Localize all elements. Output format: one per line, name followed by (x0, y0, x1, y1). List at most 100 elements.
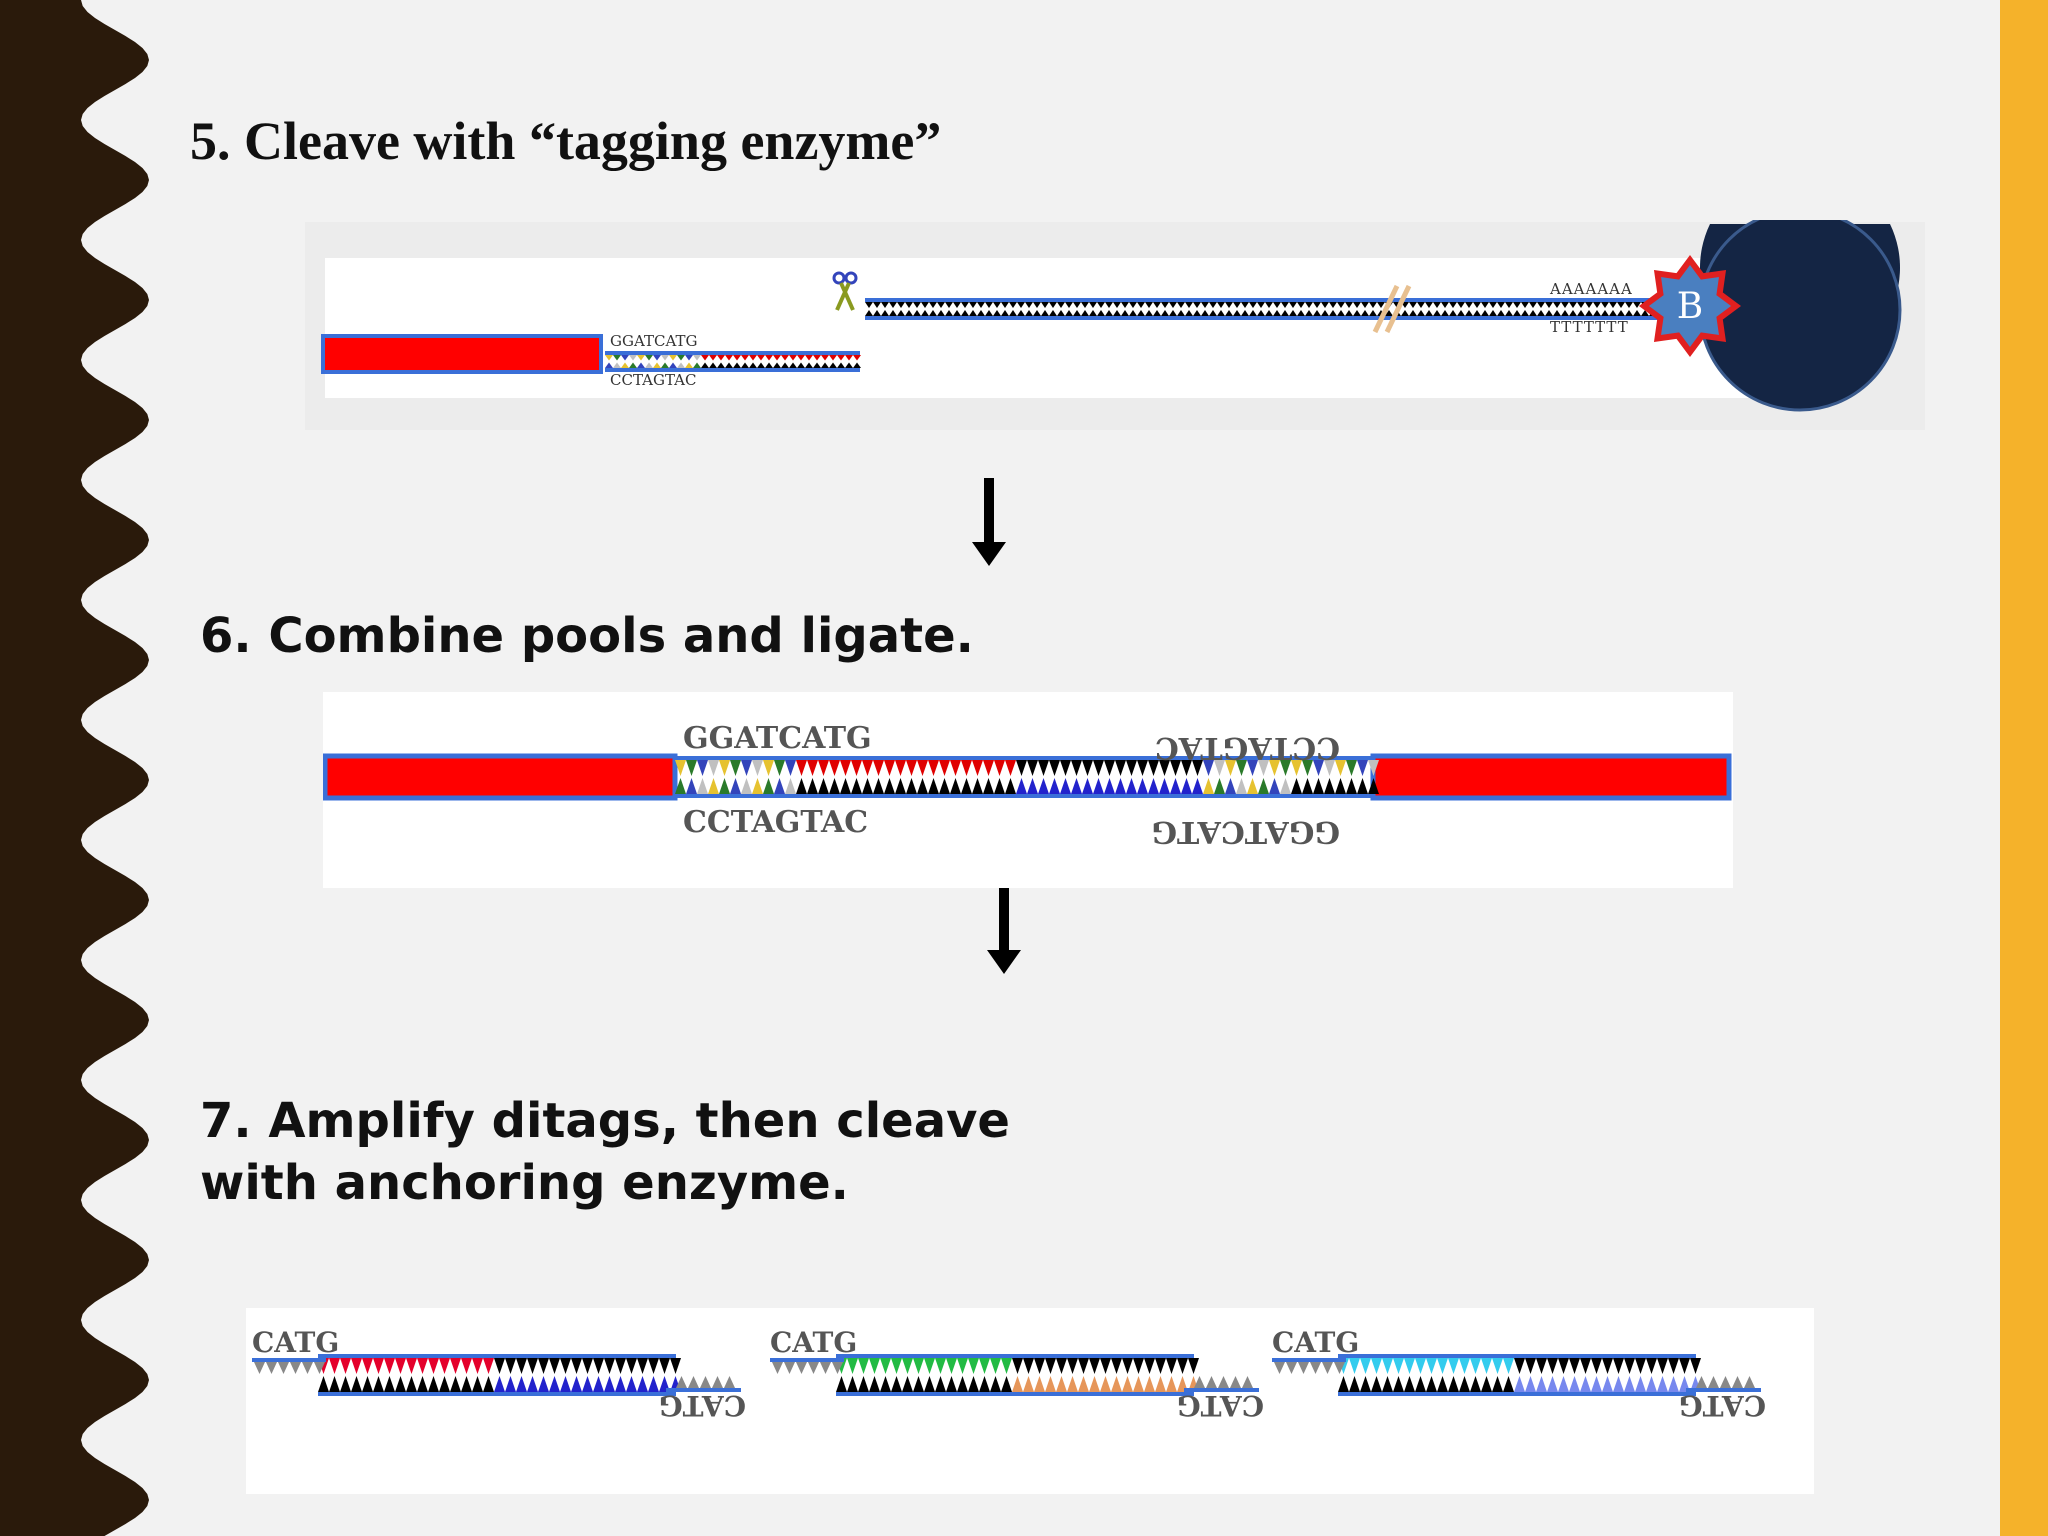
f5-long-base-top (1129, 302, 1137, 308)
fragment-base-bottom (494, 1376, 505, 1392)
down-arrow-2 (987, 888, 1021, 974)
fragment-base-bottom (1668, 1376, 1679, 1392)
f5-short-base-bottom (765, 362, 773, 368)
overhang-base (688, 1376, 699, 1388)
f6-mid-base-bottom (1071, 778, 1082, 794)
f5-short-base-top (717, 355, 725, 361)
f6-mid-base-bottom (785, 778, 796, 794)
right-top-seq: CCTAGTAC (1155, 730, 1340, 765)
f5-long-base-bottom (1177, 310, 1185, 316)
f5-long-base-bottom (1457, 310, 1465, 316)
f5-long-base-top (1057, 302, 1065, 308)
f6-mid-base-bottom (1016, 778, 1027, 794)
f5-long-base-top (1593, 302, 1601, 308)
break-mark-icon (1372, 284, 1412, 334)
f5-long-base-top (1465, 302, 1473, 308)
f6-mid-base-top (1071, 760, 1082, 776)
f5-short-base-bottom (693, 362, 701, 368)
f5-long-base-bottom (1473, 310, 1481, 316)
f5-long-base-bottom (921, 310, 929, 316)
f6-mid-base-bottom (719, 778, 730, 794)
f6-mid-base-top (961, 760, 972, 776)
f6-mid-base-bottom (697, 778, 708, 794)
fragment-base-bottom (858, 1376, 869, 1392)
fragment-base-bottom (362, 1376, 373, 1392)
fragment-base-top (1657, 1358, 1668, 1374)
fragment-base-bottom (1459, 1376, 1470, 1392)
fragment-base-top (1382, 1358, 1393, 1374)
fragment-base-bottom (593, 1376, 604, 1392)
overhang-base (290, 1362, 301, 1374)
f6-mid-base-bottom (862, 778, 873, 794)
f6-mid-base-bottom (1148, 778, 1159, 794)
f5-long-base-top (881, 302, 889, 308)
f5-long-base-top (1009, 302, 1017, 308)
f5-long-base-top (1425, 302, 1433, 308)
f6-mid-base-bottom (1005, 778, 1016, 794)
f6-mid-base-top (1357, 760, 1368, 776)
fragment-base-bottom (571, 1376, 582, 1392)
f5-short-base-bottom (669, 362, 677, 368)
f5-long-base-bottom (881, 310, 889, 316)
f5-long-base-top (1345, 302, 1353, 308)
f5-short-base-top (781, 355, 789, 361)
f5-long-base-bottom (1353, 310, 1361, 316)
f5-long-base-bottom (1009, 310, 1017, 316)
catg-top-label: CATG (770, 1326, 857, 1359)
f6-mid-base-bottom (1214, 778, 1225, 794)
f6-mid-base-top (763, 760, 774, 776)
fragment-base-top (957, 1358, 968, 1374)
fragment-base-top (1166, 1358, 1177, 1374)
fragment-base-top (1646, 1358, 1657, 1374)
catg-bottom-label: CATG (659, 1389, 746, 1422)
fragment-base-top (516, 1358, 527, 1374)
f6-mid-base-top (840, 760, 851, 776)
f5-long-base-top (1105, 302, 1113, 308)
fragment-base-top (924, 1358, 935, 1374)
fragment-base-bottom (1023, 1376, 1034, 1392)
fragment-base-bottom (1437, 1376, 1448, 1392)
f6-mid-base-top (862, 760, 873, 776)
fragment-base-bottom (604, 1376, 615, 1392)
f5-short-base-top (685, 355, 693, 361)
f6-mid-base-top (741, 760, 752, 776)
f5-long-base-top (993, 302, 1001, 308)
fragment-base-bottom (1089, 1376, 1100, 1392)
f5-long-base-top (897, 302, 905, 308)
overhang-base (1334, 1362, 1345, 1374)
f6-mid-base-top (686, 760, 697, 776)
f6-mid-base-bottom (763, 778, 774, 794)
f6-mid-base-top (1093, 760, 1104, 776)
f5-long-base-bottom (1041, 310, 1049, 316)
f5-short-base-top (693, 355, 701, 361)
fragment-base-top (538, 1358, 549, 1374)
fragment-base-top (1459, 1358, 1470, 1374)
f5-long-base-bottom (1081, 310, 1089, 316)
f5-long-base-top (1281, 302, 1289, 308)
f5-long-base-top (985, 302, 993, 308)
f6-mid-base-top (796, 760, 807, 776)
fragment-base-top (626, 1358, 637, 1374)
f6-mid-base-top (675, 760, 686, 776)
overhang-base (1242, 1376, 1253, 1388)
f5-long-base-top (1001, 302, 1009, 308)
fragment-base-top (1624, 1358, 1635, 1374)
fragment-base-bottom (946, 1376, 957, 1392)
fragment-base-bottom (836, 1376, 847, 1392)
fragment-base-bottom (1503, 1376, 1514, 1392)
f5-long-base-bottom (1433, 310, 1441, 316)
f5-short-base-top (805, 355, 813, 361)
f6-mid-base-bottom (774, 778, 785, 794)
f6-mid-base-top (1258, 760, 1269, 776)
f5-long-base-bottom (1153, 310, 1161, 316)
fragment-base-top (1155, 1358, 1166, 1374)
f5-short-base-bottom (853, 362, 861, 368)
f5-short-base-bottom (821, 362, 829, 368)
f5-short-base-bottom (613, 362, 621, 368)
f6-mid-base-top (1060, 760, 1071, 776)
fragment-base-bottom (1569, 1376, 1580, 1392)
f6-mid-base-top (1137, 760, 1148, 776)
f5-short-base-bottom (605, 362, 613, 368)
f6-mid-base-bottom (708, 778, 719, 794)
fragment-base-bottom (1558, 1376, 1569, 1392)
